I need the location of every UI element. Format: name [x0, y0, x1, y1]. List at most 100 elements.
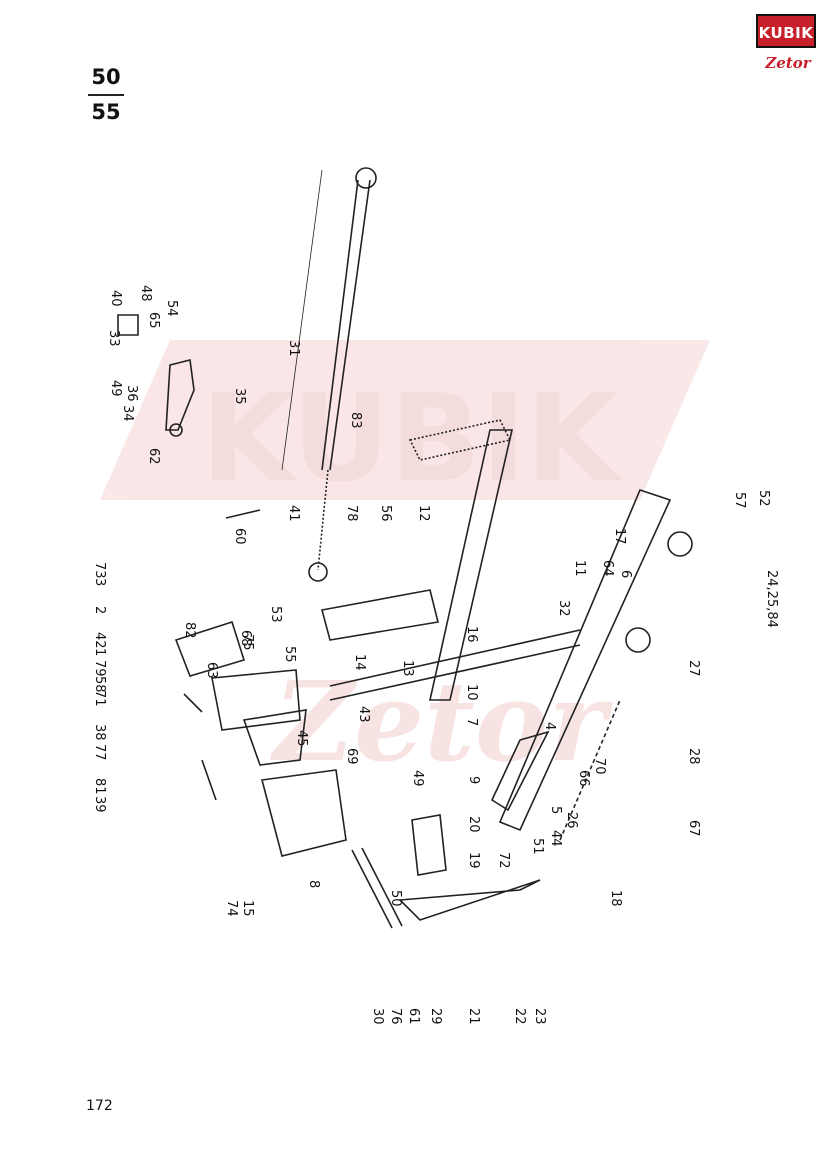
callout-label: 3	[92, 578, 107, 586]
bracket-35	[165, 359, 195, 431]
model-range-top: 50	[91, 65, 121, 89]
callout-label: 13	[400, 660, 415, 677]
callout-label: 24,25,84	[764, 570, 779, 628]
callout-label: 1	[92, 648, 107, 656]
callout-label: 19	[466, 852, 481, 869]
callout-label: 23	[532, 1008, 547, 1025]
pin-30-edge	[361, 847, 403, 927]
callout-label: 41	[286, 505, 301, 522]
callout-label: 5	[548, 806, 563, 814]
parts-drawing	[117, 167, 693, 929]
callout-label: 63	[204, 662, 219, 679]
callout-label: 36	[124, 385, 139, 402]
pin-62	[169, 423, 183, 437]
callout-label: 43	[356, 706, 371, 723]
lift-rod-11	[329, 629, 581, 687]
top-link-thread	[317, 469, 329, 571]
callout-label: 49	[410, 770, 425, 787]
callout-label: 16	[464, 626, 479, 643]
callout-label: 71	[92, 690, 107, 707]
washer-28	[667, 531, 693, 557]
callout-label: 2	[92, 606, 107, 614]
pin-30	[351, 849, 393, 929]
top-link-lower-eye	[308, 562, 328, 582]
callout-label: 17	[612, 528, 627, 545]
top-link-rod	[329, 179, 371, 471]
logo-brand: KUBIK	[756, 14, 816, 48]
callout-label: 64	[600, 560, 615, 577]
clip-33	[117, 314, 139, 336]
callout-label: 54	[164, 300, 179, 317]
callout-label: 55	[282, 646, 297, 663]
callout-label: 60	[232, 528, 247, 545]
shaft-15	[242, 709, 307, 766]
callout-label: 10	[464, 684, 479, 701]
watermark-subtext: Zetor	[270, 657, 613, 786]
callout-label: 11	[572, 560, 587, 577]
callout-label: 70	[592, 758, 607, 775]
callout-label: 56	[378, 505, 393, 522]
callout-label: 81	[92, 778, 107, 795]
callout-label: 33	[106, 330, 121, 347]
lower-link-16	[429, 429, 514, 701]
pin-40	[201, 759, 217, 801]
callout-label: 79	[92, 660, 107, 677]
callout-label: 6	[618, 570, 633, 578]
callout-label: 72	[496, 852, 511, 869]
callout-label: 34	[120, 405, 135, 422]
callout-label: 30	[370, 1008, 385, 1025]
ring-64	[625, 627, 651, 653]
callout-label: 74	[224, 900, 239, 917]
callout-label: 73	[92, 562, 107, 579]
handle-4	[225, 509, 261, 519]
callout-label: 48	[138, 285, 153, 302]
leader-31	[281, 169, 323, 471]
callout-label: 50	[388, 890, 403, 907]
watermark-band	[100, 340, 710, 500]
callout-label: 45	[294, 730, 309, 747]
lift-plate-71	[211, 669, 301, 731]
callout-label: 67	[686, 820, 701, 837]
callout-label: 58	[92, 676, 107, 693]
callout-label: 40	[108, 290, 123, 307]
callout-label: 76	[388, 1008, 403, 1025]
callout-label: 12	[416, 505, 431, 522]
callout-label: 32	[556, 600, 571, 617]
callout-label: 8	[306, 880, 321, 888]
watermark: KUBIK Zetor	[100, 340, 710, 786]
lift-arm-1	[174, 620, 246, 677]
callout-label: 14	[352, 654, 367, 671]
callout-label: 78	[344, 505, 359, 522]
callout-label: 18	[608, 890, 623, 907]
model-range-bottom: 55	[91, 100, 121, 124]
callout-label: 52	[756, 490, 771, 507]
top-link-rod-edge	[321, 179, 359, 471]
callout-label: 27	[686, 660, 701, 677]
lift-rod-6	[321, 589, 439, 641]
lift-rod-11-edge	[329, 644, 581, 701]
top-link-eye	[355, 167, 377, 189]
pin-14	[183, 693, 203, 713]
callout-label: 42	[92, 632, 107, 649]
callout-label: 49	[108, 380, 123, 397]
callout-label: 15	[240, 900, 255, 917]
callout-label: 26	[564, 812, 579, 829]
dealer-logo: KUBIK Zetor	[756, 14, 816, 80]
callout-label: 61	[406, 1008, 421, 1025]
callout-label: 29	[428, 1008, 443, 1025]
callout-label: 44	[548, 830, 563, 847]
page-number: 172	[86, 1098, 113, 1114]
lower-link-17	[498, 489, 672, 832]
callout-label: 28	[686, 748, 701, 765]
stabilizer-29	[398, 879, 541, 921]
bracket-19	[411, 814, 447, 876]
callout-label: 69	[344, 748, 359, 765]
callout-label: 38	[92, 724, 107, 741]
callout-label: 9	[466, 776, 481, 784]
callout-label: 68	[238, 630, 253, 647]
callout-label: 22	[512, 1008, 527, 1025]
callout-label: 35	[232, 388, 247, 405]
